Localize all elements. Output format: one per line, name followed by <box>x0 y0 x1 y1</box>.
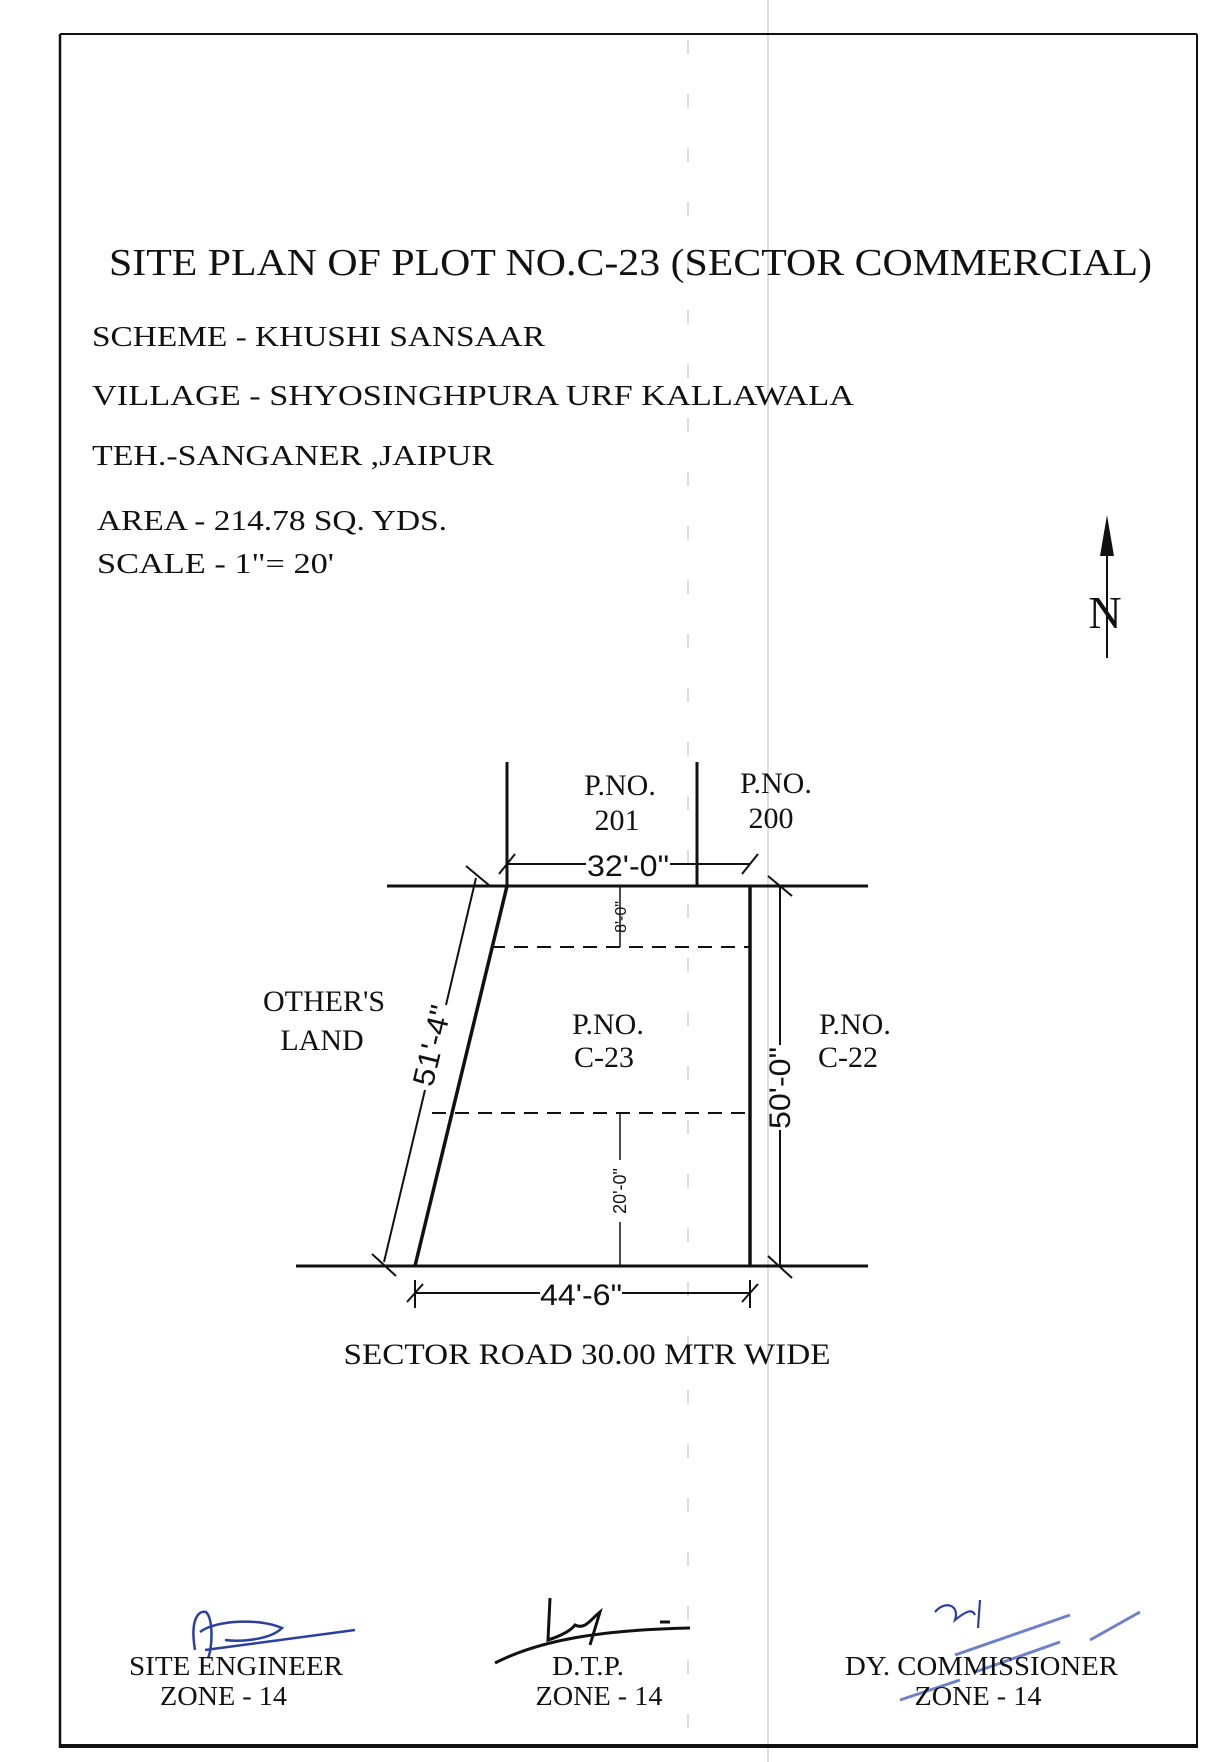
page-title: SITE PLAN OF PLOT NO.C-23 (SECTOR COMMER… <box>109 242 1152 284</box>
village-text: VILLAGE - SHYOSINGHPURA URF KALLAWALA <box>92 380 854 412</box>
others-land-label-2: LAND <box>280 1024 363 1057</box>
scale-text: SCALE - 1"= 20' <box>97 548 334 580</box>
plot-c23-label: P.NO. <box>572 1008 644 1041</box>
plot-201-label: P.NO. <box>584 769 656 802</box>
north-label: N <box>1088 587 1121 638</box>
rear-setback-dimension: 20'-0" <box>610 1113 630 1266</box>
rear-setback-label: 20'-0" <box>610 1168 630 1214</box>
tehsil-text: TEH.-SANGANER ,JAIPUR <box>92 440 495 472</box>
dtp-title: D.T.P. <box>552 1651 624 1681</box>
front-setback-dimension: 8'-0" <box>613 886 630 947</box>
plot-200-number: 200 <box>749 802 794 835</box>
sheet-border <box>58 33 1198 1748</box>
plot-left-edge <box>413 885 509 1267</box>
site-engineer-title: SITE ENGINEER <box>129 1651 343 1681</box>
plot-plan: 32'-0" 44'-6" 50'-0" 51'-4" <box>263 762 891 1371</box>
dimension-bottom-label: 44'-6" <box>540 1279 622 1312</box>
dimension-right: 50'-0" <box>764 875 797 1279</box>
signature-scribble <box>192 1610 356 1659</box>
dtp-zone: ZONE - 14 <box>536 1681 664 1711</box>
plot-201-number: 201 <box>595 804 640 837</box>
plot-c22-label: P.NO. <box>819 1008 891 1041</box>
dy-commissioner-title: DY. COMMISSIONER <box>845 1651 1118 1681</box>
road-label: SECTOR ROAD 30.00 MTR WIDE <box>344 1338 831 1371</box>
plot-200-label: P.NO. <box>740 767 812 800</box>
stamp-dy-commissioner <box>899 1599 1141 1702</box>
site-engineer-zone: ZONE - 14 <box>160 1681 288 1711</box>
dy-commissioner-zone: ZONE - 14 <box>915 1681 1043 1711</box>
dimension-left-label: 51'-4" <box>407 1002 458 1089</box>
scheme-text: SCHEME - KHUSHI SANSAAR <box>92 321 546 353</box>
north-arrow-icon: N <box>1088 515 1122 658</box>
dimension-top: 32'-0" <box>498 850 759 883</box>
plot-c23-number: C-23 <box>574 1041 634 1074</box>
front-setback-label: 8'-0" <box>613 901 630 933</box>
dimension-bottom: 44'-6" <box>406 1279 759 1312</box>
dimension-top-label: 32'-0" <box>587 850 669 883</box>
others-land-label: OTHER'S <box>263 985 385 1018</box>
signature-site-engineer <box>192 1610 356 1659</box>
plot-c22-number: C-22 <box>818 1041 878 1074</box>
dimension-right-label: 50'-0" <box>764 1047 797 1129</box>
dimension-left: 51'-4" <box>371 865 491 1277</box>
signature-dtp <box>494 1597 691 1665</box>
area-text: AREA - 214.78 SQ. YDS. <box>97 505 447 537</box>
